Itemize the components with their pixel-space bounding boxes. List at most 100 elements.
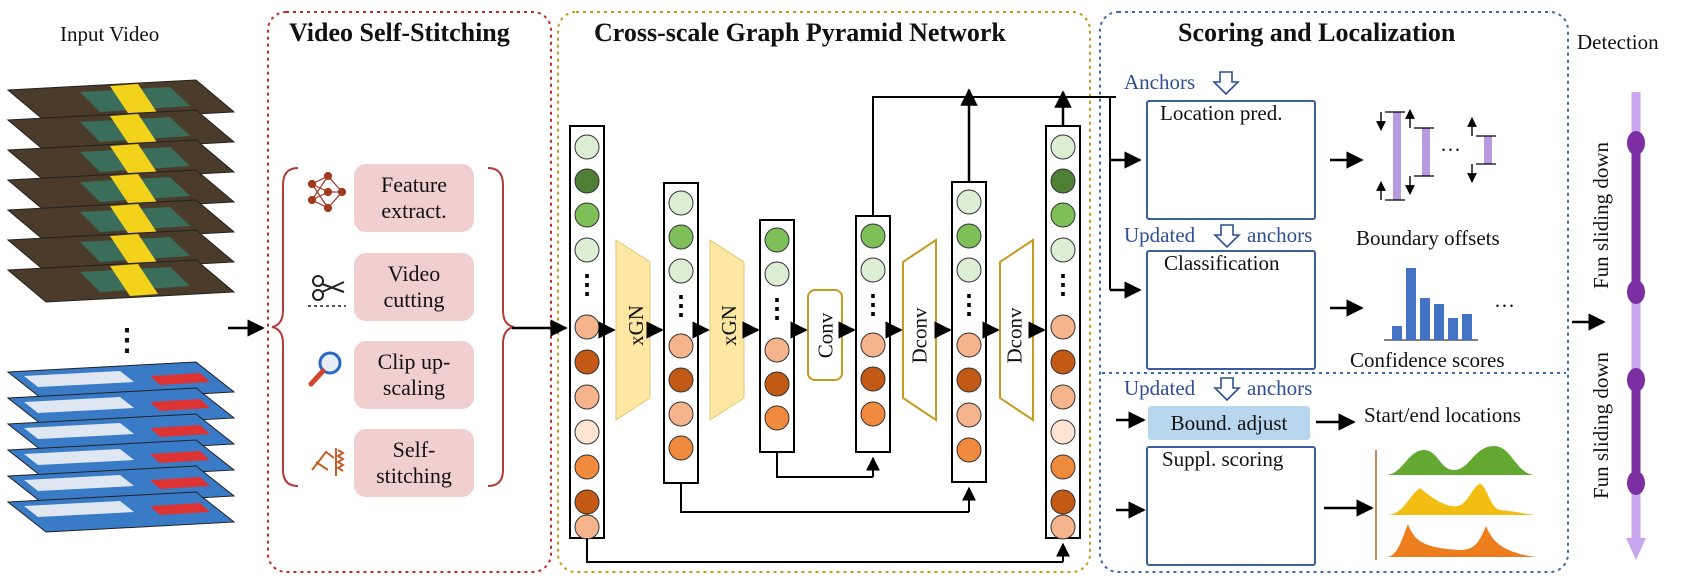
column-ellipsis: ⋮ xyxy=(574,270,600,299)
node-circle xyxy=(574,314,600,340)
subscribe-badge xyxy=(150,373,210,385)
node-circle xyxy=(860,401,886,427)
node-circle xyxy=(956,367,982,393)
node-circle xyxy=(1050,514,1076,540)
node-circle xyxy=(668,224,694,250)
start-end-curve-green xyxy=(1386,446,1536,475)
xgn-op-1-text: xGN xyxy=(623,304,648,346)
node-circle xyxy=(956,402,982,428)
skip-c1-c6 xyxy=(586,538,1063,563)
node-circle xyxy=(668,367,694,393)
node-circle xyxy=(1050,168,1076,194)
confidence-bar xyxy=(1420,298,1430,340)
node-circle xyxy=(764,261,790,287)
node-circle xyxy=(574,237,600,263)
dconv-op-2: Dconv xyxy=(995,260,1035,410)
slide-shape xyxy=(110,84,158,116)
frame-banner xyxy=(24,501,134,517)
slide-shape xyxy=(110,114,158,146)
node-circle xyxy=(574,134,600,160)
dconv-block-2 xyxy=(999,238,1034,422)
bound-adjust-box: Bound. adjust xyxy=(1148,406,1310,440)
offset-bar xyxy=(1422,128,1430,176)
column-ellipsis: ⋮ xyxy=(668,291,694,320)
node-circle xyxy=(668,333,694,359)
classification-box xyxy=(1146,250,1316,370)
node-circle xyxy=(860,223,886,249)
start-end-curve-yellow xyxy=(1386,484,1536,515)
video-frame-stack xyxy=(6,79,236,533)
boundary-offset-glyphs xyxy=(1385,111,1496,201)
confidence-bar xyxy=(1462,314,1472,340)
node-circle xyxy=(668,190,694,216)
node-circle xyxy=(574,454,600,480)
pyramid-column-3: ⋮ xyxy=(759,219,795,453)
xgn-block-2 xyxy=(709,239,745,421)
suppl-scoring-label: Suppl. scoring xyxy=(1162,447,1284,471)
node-circle xyxy=(574,202,600,228)
slide-shape xyxy=(110,174,158,206)
xgn-op-1: xGN xyxy=(616,250,656,400)
timeline-marker xyxy=(1627,368,1645,392)
node-circle xyxy=(668,401,694,427)
video-frame xyxy=(6,259,236,303)
scissors-icon xyxy=(308,275,346,307)
node-circle xyxy=(574,489,600,515)
node-circle xyxy=(860,332,886,358)
dconv-op-1-text: Dconv xyxy=(907,307,932,363)
clip-upscaling-line1: Clip up- xyxy=(377,348,451,374)
column-ellipsis: ⋮ xyxy=(956,290,982,319)
node-circle xyxy=(574,514,600,540)
node-circle xyxy=(956,332,982,358)
xgn-op-2-text: xGN xyxy=(716,304,741,346)
node-circle xyxy=(668,258,694,284)
confidence-bar xyxy=(1392,326,1402,340)
magnifier-icon xyxy=(308,351,342,387)
confidence-bar xyxy=(1406,268,1416,340)
confidence-scores-label: Confidence scores xyxy=(1350,348,1505,372)
dconv-op-1: Dconv xyxy=(900,260,940,410)
node-circle xyxy=(1050,454,1076,480)
subscribe-badge xyxy=(150,425,210,437)
offset-ellipsis: ··· xyxy=(1440,138,1461,162)
start-end-label: Start/end locations xyxy=(1364,403,1521,427)
anchors-arrow xyxy=(1212,71,1240,96)
video-frame xyxy=(6,361,236,403)
slide-shape xyxy=(110,264,158,296)
updated-anchors-1-part2: anchors xyxy=(1247,223,1313,247)
clip-upscaling-line2: scaling xyxy=(382,375,446,400)
conv-op: Conv xyxy=(806,290,846,380)
clip-upscaling-step: Clip up-scaling xyxy=(354,341,474,409)
input-video-label: Input Video xyxy=(60,22,160,46)
location-pred-box xyxy=(1146,100,1316,220)
xgn-block-1 xyxy=(615,239,651,421)
slide-shape xyxy=(110,144,158,176)
node-circle xyxy=(764,371,790,397)
node-circle xyxy=(764,337,790,363)
node-circle xyxy=(574,419,600,445)
timeline-marker xyxy=(1627,280,1645,304)
updated-anchors-2-part1: Updated xyxy=(1124,376,1196,400)
timeline-upper-text: Fun sliding down xyxy=(1589,141,1614,289)
node-circle xyxy=(764,405,790,431)
timeline-arrowhead xyxy=(1626,538,1646,560)
skip-c2-c5 xyxy=(680,483,969,513)
timeline-lower-label: Fun sliding down xyxy=(1582,330,1622,520)
confidence-bar xyxy=(1434,304,1444,340)
node-circle xyxy=(574,384,600,410)
suppl-scoring-box xyxy=(1146,446,1316,566)
subscribe-badge xyxy=(150,477,210,489)
self-stitching-line2: stitching xyxy=(376,463,452,488)
stapler-icon xyxy=(311,448,345,476)
node-circle xyxy=(574,168,600,194)
node-circle xyxy=(1050,202,1076,228)
node-circle xyxy=(668,435,694,461)
node-circle xyxy=(860,257,886,283)
updated-anchors-arrow-1 xyxy=(1213,224,1241,249)
timeline-marker xyxy=(1627,131,1645,155)
pyramid-column-4: ⋮ xyxy=(855,215,891,453)
scoring-section-border xyxy=(1099,11,1569,573)
frame-banner xyxy=(24,397,134,413)
self-stitching-step: Self-stitching xyxy=(354,429,474,497)
